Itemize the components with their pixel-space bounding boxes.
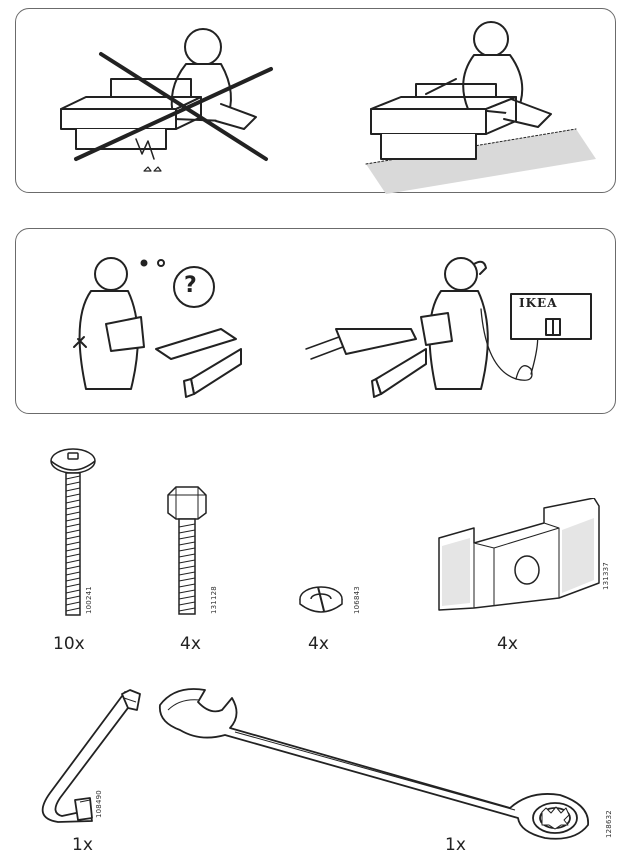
hex-bolt-icon bbox=[162, 485, 212, 620]
hex-bolt-part bbox=[162, 485, 212, 620]
long-bolt-quantity: 10x bbox=[53, 634, 85, 654]
long-bolt-part bbox=[40, 445, 100, 625]
wrong-assembly-scene bbox=[61, 29, 256, 171]
wrench-quantity: 1x bbox=[445, 835, 466, 855]
bracket-article: 131337 bbox=[602, 562, 610, 590]
spring-washer-icon bbox=[296, 582, 346, 617]
wrench-article: 128632 bbox=[605, 810, 613, 838]
contact-help-illustration bbox=[16, 229, 617, 415]
confused-person-scene bbox=[74, 258, 241, 397]
calling-person-scene bbox=[306, 258, 591, 397]
long-bolt-article: 100241 bbox=[85, 586, 93, 614]
floor-protection-panel bbox=[15, 8, 616, 194]
ikea-sign: IKEA bbox=[519, 296, 558, 310]
allen-key-article: 108490 bbox=[95, 790, 103, 818]
wrench-icon bbox=[150, 680, 610, 845]
floor-protection-illustration bbox=[16, 9, 596, 194]
spring-washer-part bbox=[296, 582, 346, 617]
bracket-quantity: 4x bbox=[497, 634, 518, 654]
hex-bolt-article: 131128 bbox=[210, 586, 218, 614]
cross-mark bbox=[76, 54, 271, 159]
bracket-icon bbox=[434, 498, 604, 618]
allen-key-quantity: 1x bbox=[72, 835, 93, 855]
spring-washer-quantity: 4x bbox=[308, 634, 329, 654]
allen-key-part bbox=[20, 688, 145, 823]
wrench-part bbox=[150, 680, 610, 845]
bracket-part bbox=[434, 498, 604, 618]
help-question-mark: ? bbox=[184, 273, 197, 298]
contact-help-panel: ? IKEA bbox=[15, 228, 616, 414]
correct-assembly-scene bbox=[366, 22, 596, 194]
allen-key-icon bbox=[20, 688, 145, 823]
hex-bolt-quantity: 4x bbox=[180, 634, 201, 654]
long-bolt-icon bbox=[40, 445, 100, 625]
spring-washer-article: 106843 bbox=[353, 586, 361, 614]
